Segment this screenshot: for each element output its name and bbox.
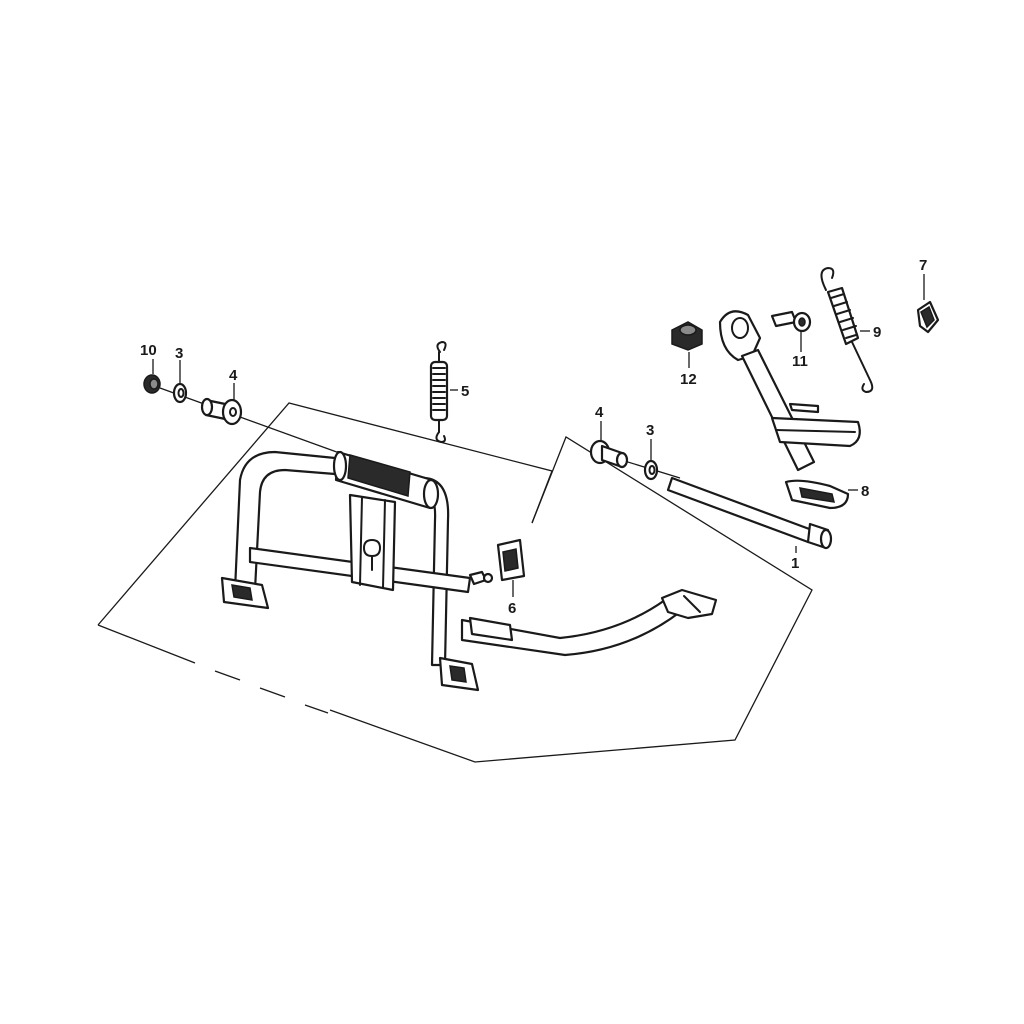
callout-10: 10 (140, 342, 157, 359)
leader-lines (152, 274, 925, 597)
part-4-bushing-right (589, 439, 629, 469)
part-6-stopper (496, 538, 526, 582)
assembly-outline (97, 402, 813, 763)
callout-4-left: 4 (229, 367, 238, 384)
part-7-clip (916, 300, 940, 334)
callout-7: 7 (919, 257, 927, 274)
part-3-washer-left (172, 382, 188, 404)
part-8-side-stand (718, 310, 861, 510)
callout-labels: 10 3 4 5 4 3 6 1 8 9 11 12 7 (140, 257, 927, 617)
callout-11: 11 (792, 353, 808, 370)
main-stand (220, 450, 718, 692)
part-10-nut (143, 374, 161, 394)
callout-5: 5 (461, 383, 469, 400)
part-9-spring (820, 267, 874, 393)
callout-1: 1 (791, 555, 799, 572)
callout-3-left: 3 (175, 345, 183, 362)
part-4-bushing-left (200, 397, 243, 426)
part-11-bolt (770, 310, 812, 333)
part-3-washer-right (643, 459, 659, 481)
callout-12: 12 (680, 371, 697, 388)
part-1-shaft (666, 476, 833, 550)
callout-4-right: 4 (595, 404, 604, 421)
part-5-spring (429, 341, 449, 443)
callout-3-right: 3 (646, 422, 654, 439)
callout-8: 8 (861, 483, 869, 500)
callout-9: 9 (873, 324, 881, 341)
part-12-cap-nut (671, 321, 703, 351)
callout-6: 6 (508, 600, 516, 617)
